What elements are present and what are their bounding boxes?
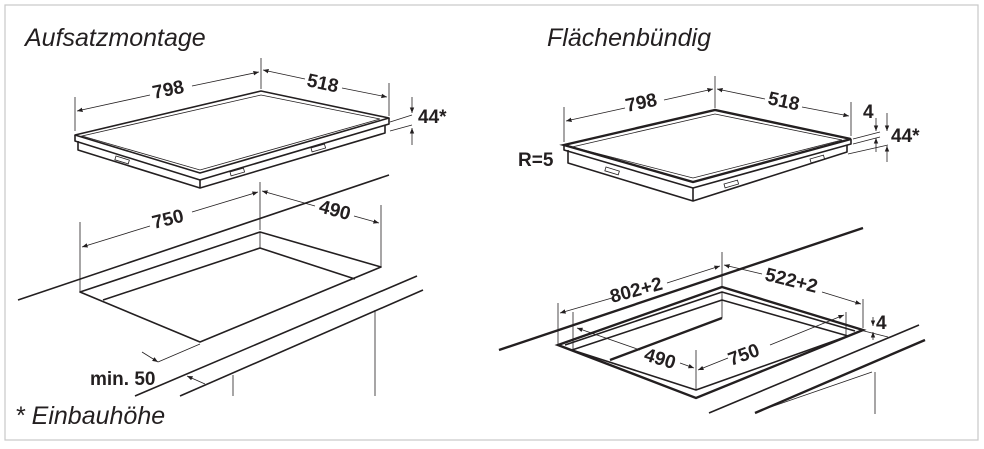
footnote: * Einbauhöhe (15, 402, 165, 430)
section-title: Flächenbündig (547, 24, 711, 52)
cutout-width-label: 750 (726, 340, 763, 371)
rebate-depth-label: 522+2 (763, 264, 820, 297)
hob-height-label: 44* (891, 126, 920, 147)
cutout-depth-label: 490 (642, 345, 678, 374)
min-distance-label: min. 50 (90, 369, 155, 390)
section-title: Aufsatzmontage (23, 24, 206, 52)
hob-dimensions: 798 518 44* (74, 58, 447, 145)
countertop-rebate-cutout: 802+2 522+2 4 490 750 (498, 226, 926, 415)
surface-mount-section: Aufsatzmontage 798 518 44* (15, 24, 447, 430)
cutout-width-label: 750 (150, 206, 186, 234)
frame (4, 4, 979, 441)
hob-depth-label: 518 (766, 88, 801, 115)
radius-label: R=5 (518, 150, 554, 171)
hob-width-label: 798 (624, 90, 659, 117)
flush-mount-section: Flächenbündig 798 518 (498, 24, 926, 415)
hob-width-label: 798 (151, 77, 186, 104)
hob-depth-label: 518 (305, 70, 340, 97)
hob-drawing (559, 108, 852, 202)
hob-height-label: 44* (418, 107, 447, 128)
hob-dimensions: 798 518 4 44* R=5 (518, 76, 920, 171)
countertop-cutout: 750 490 min. 50 (17, 174, 424, 397)
cutout-depth-label: 490 (317, 197, 353, 225)
hob-drawing (74, 90, 390, 189)
hob-lip-label: 4 (863, 102, 874, 123)
rebate-depth-mm-label: 4 (876, 313, 887, 334)
